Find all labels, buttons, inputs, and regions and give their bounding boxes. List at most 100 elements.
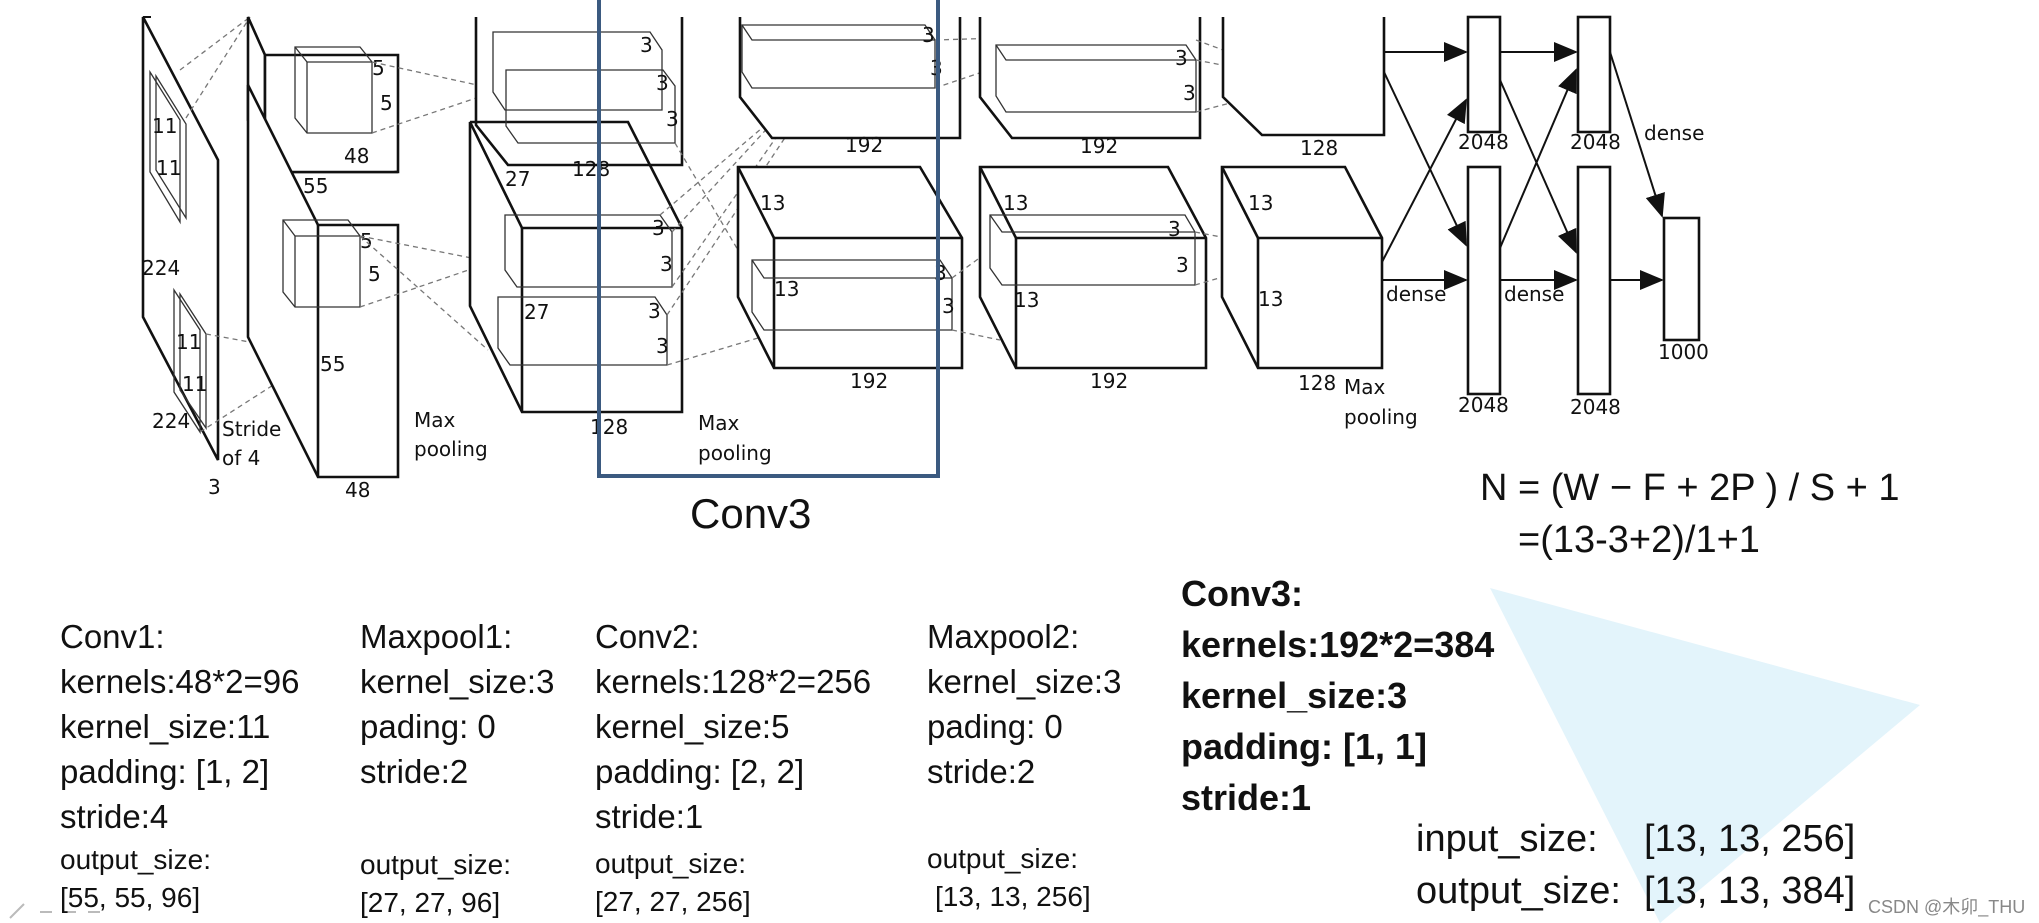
label-c2-k3f: 3	[648, 299, 661, 323]
label-c3-192a: 192	[845, 133, 883, 157]
maxpool2-title: Maxpool2:	[927, 618, 1080, 655]
conv1-title: Conv1:	[60, 618, 165, 655]
label-maxpool2-b: pooling	[698, 441, 772, 465]
output-size-value: [13, 13, 384]	[1644, 870, 1856, 912]
label-k11d: 11	[182, 372, 207, 396]
label-fc-2048d: 2048	[1570, 395, 1621, 419]
label-c3-k3a: 3	[922, 23, 935, 47]
label-c1-48a: 48	[344, 144, 369, 168]
maxpool1-stride: stride:2	[360, 753, 469, 790]
maxpool2-output-label: output_size:	[927, 843, 1078, 874]
label-c3-13a: 13	[760, 191, 785, 215]
label-c4-192a: 192	[1080, 134, 1118, 158]
conv2-title: Conv2:	[595, 618, 700, 655]
label-fc-2048b: 2048	[1458, 393, 1509, 417]
label-input-3: 3	[208, 475, 221, 499]
maxpool1-output-value: [27, 27, 96]	[360, 887, 501, 918]
label-dense-b: dense	[1504, 282, 1564, 306]
label-fc-1000: 1000	[1658, 340, 1709, 364]
io-sizes: input_size: [13, 13, 256] output_size: [13…	[1416, 813, 1855, 917]
maxpool2-pading: pading: 0	[927, 708, 1063, 745]
conv1-output-label: output_size:	[60, 844, 211, 875]
conv3-stride: stride:1	[1181, 777, 1312, 818]
conv4-layer: 3 3 3 3 13 13 192 192	[978, 17, 1208, 393]
conv3-kernels: kernels:192*2=384	[1181, 624, 1495, 665]
decorative-triangle	[1490, 588, 1920, 923]
diagram-caption: Conv3	[690, 490, 812, 537]
label-c5-13a: 13	[1248, 191, 1273, 215]
conv3-kernel-size: kernel_size:3	[1181, 675, 1408, 716]
label-input-224b: 224	[152, 409, 190, 433]
label-c1-48b: 48	[345, 478, 370, 502]
label-c1-55b: 55	[320, 352, 345, 376]
label-c5-13b: 13	[1258, 287, 1283, 311]
conv2-output-label: output_size:	[595, 848, 746, 879]
label-c2-k3e: 3	[660, 252, 673, 276]
formula-line2: =(13-3+2)/1+1	[1518, 519, 1760, 561]
output-size-row: output_size: [13, 13, 384]	[1416, 865, 1855, 917]
label-c2-k3b: 3	[656, 71, 669, 95]
maxpool1-output-label: output_size:	[360, 849, 511, 880]
conv3-layer: 3 3 3 3 13 13 192 192	[736, 17, 964, 393]
input-size-value: [13, 13, 256]	[1644, 818, 1856, 860]
conv1-kernels: kernels:48*2=96	[60, 663, 300, 700]
label-c3-13b: 13	[774, 277, 799, 301]
label-dense-c: dense	[1644, 121, 1704, 145]
conv2-padding: padding: [2, 2]	[595, 753, 805, 790]
conv2-stride: stride:1	[595, 798, 704, 835]
label-c1-55a: 55	[303, 174, 328, 198]
conv3-highlight-frame	[597, 0, 940, 478]
label-c3-192b: 192	[850, 369, 888, 393]
input-layer: 224 224 3 11 11 11 11 Stride of 4	[141, 16, 281, 499]
label-c3-k3d: 3	[942, 294, 955, 318]
label-c4-k3a: 3	[1175, 46, 1188, 70]
edit-icon	[9, 903, 100, 919]
label-c2-k3c: 3	[666, 107, 679, 131]
label-c2-k3a: 3	[640, 33, 653, 57]
conv2-output-value: [27, 27, 256]	[595, 886, 751, 917]
label-c4-k3b: 3	[1183, 81, 1196, 105]
label-c2-k3d: 3	[652, 216, 665, 240]
maxpool2-stride: stride:2	[927, 753, 1036, 790]
label-stride: Stride	[222, 417, 281, 441]
label-c1-k5a: 5	[372, 56, 385, 80]
label-maxpool3-b: pooling	[1344, 405, 1418, 429]
watermark: CSDN @木卯_THU	[1868, 897, 2026, 917]
formula-line1: N = (W − F + 2P ) / S + 1	[1480, 467, 1900, 509]
label-c2-27b: 27	[524, 300, 549, 324]
input-size-label: input_size:	[1416, 818, 1598, 860]
maxpool1-info: Maxpool1: kernel_size:3 pading: 0 stride…	[360, 614, 554, 922]
label-c1-k5c: 5	[360, 229, 373, 253]
formula: N = (W − F + 2P ) / S + 1 =(13-3+2)/1+1	[1480, 462, 1900, 566]
conv3-padding: padding: [1, 1]	[1181, 726, 1427, 767]
conv2-kernels: kernels:128*2=256	[595, 663, 872, 700]
output-size-label: output_size:	[1416, 870, 1621, 912]
input-size-row: input_size: [13, 13, 256]	[1416, 813, 1855, 865]
conv2-info: Conv2: kernels:128*2=256 kernel_size:5 p…	[595, 614, 871, 921]
maxpool1-title: Maxpool1:	[360, 618, 513, 655]
maxpool1-kernel-size: kernel_size:3	[360, 663, 555, 700]
maxpool2-output-value: [13, 13, 256]	[935, 881, 1091, 912]
label-k11b: 11	[156, 156, 181, 180]
label-dense-a: dense	[1386, 282, 1446, 306]
label-input-224a: 224	[142, 256, 180, 280]
label-k11a: 11	[152, 114, 177, 138]
label-c1-k5b: 5	[380, 91, 393, 115]
conv2-kernel-size: kernel_size:5	[595, 708, 790, 745]
label-c3-k3c: 3	[934, 261, 947, 285]
conv1-layer: 5 5 5 5 48 48 55 55 Max pooling	[246, 16, 488, 502]
label-c5-128b: 128	[1298, 371, 1336, 395]
label-maxpool1-b: pooling	[414, 437, 488, 461]
label-c2-27a: 27	[505, 167, 530, 191]
label-fc-2048a: 2048	[1458, 130, 1509, 154]
label-fc-2048c: 2048	[1570, 130, 1621, 154]
conv3-info: Conv3: kernels:192*2=384 kernel_size:3 p…	[1181, 568, 1494, 823]
conv5-layer: 13 13 128 128 Max pooling	[1220, 17, 1418, 429]
maxpool2-info: Maxpool2: kernel_size:3 pading: 0 stride…	[927, 614, 1121, 916]
label-c4-192b: 192	[1090, 369, 1128, 393]
label-c5-128a: 128	[1300, 136, 1338, 160]
dense-layers: 2048 2048 2048 2048 1000 dense dense den…	[1381, 15, 1709, 419]
label-c4-k3c: 3	[1168, 217, 1181, 241]
